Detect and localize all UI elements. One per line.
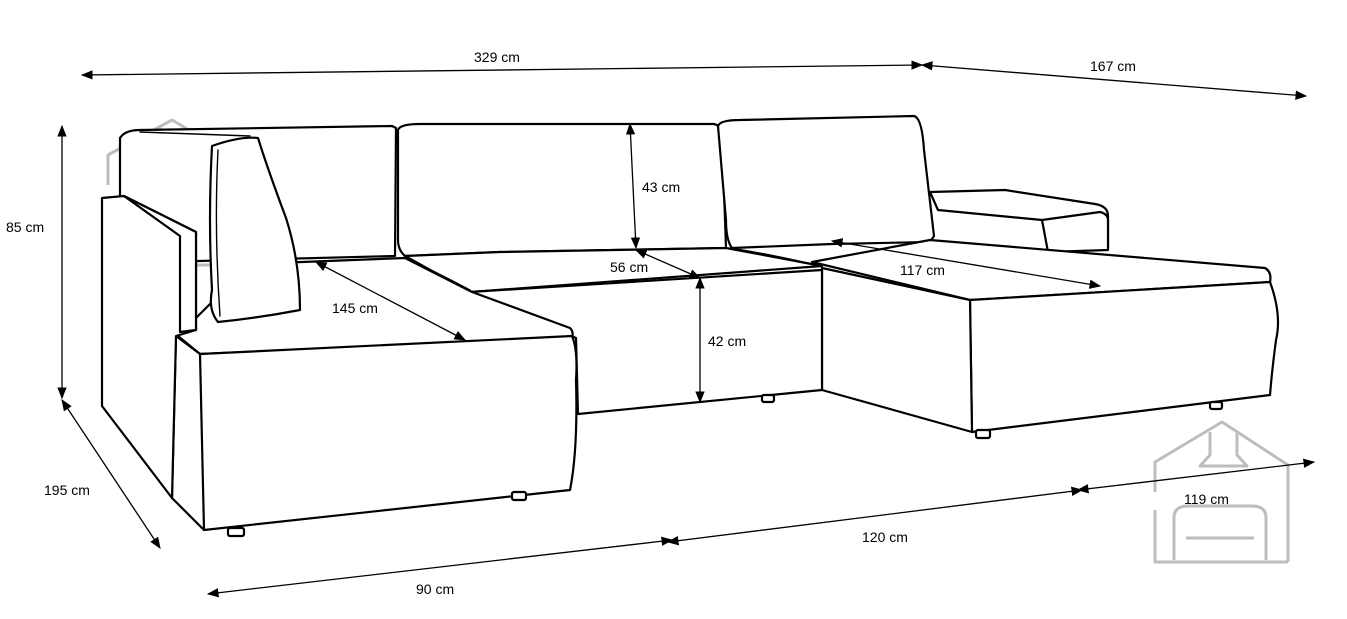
- label-right-chaise-length: 117 cm: [900, 262, 945, 278]
- label-bottom-right: 119 cm: [1184, 491, 1229, 507]
- dim-line-seat-depth: [634, 249, 702, 279]
- dim-line-back-cushion-height: [625, 122, 641, 250]
- right-chaise-front: [968, 280, 1280, 434]
- sofa-outline: [100, 114, 1280, 538]
- label-back-cushion-height: 43 cm: [642, 179, 680, 195]
- foot-2: [510, 490, 528, 502]
- dim-line-bottom-left: [206, 536, 674, 598]
- back-cushion-right: [716, 114, 936, 250]
- label-seat-height: 42 cm: [708, 333, 746, 349]
- label-bottom-middle: 120 cm: [862, 529, 908, 545]
- label-seat-depth: 56 cm: [610, 259, 648, 275]
- dim-line-bottom-middle: [666, 486, 1084, 546]
- dim-line-bottom-right: [1076, 458, 1316, 494]
- label-depth-left: 195 cm: [44, 482, 90, 498]
- foot-3: [760, 393, 776, 404]
- label-bottom-left: 90 cm: [416, 581, 454, 597]
- label-total-width: 329 cm: [474, 49, 520, 65]
- label-chaise-right-depth: 167 cm: [1090, 58, 1136, 74]
- label-left-chaise-length: 145 cm: [332, 300, 378, 316]
- dim-line-chaise-right-depth: [920, 61, 1308, 100]
- left-chaise-side: [170, 334, 206, 532]
- throw-pillow: [208, 136, 302, 324]
- label-height: 85 cm: [6, 219, 44, 235]
- left-armrest-top: [122, 194, 198, 334]
- dim-line-total-width: [80, 60, 924, 80]
- foot-4: [974, 428, 992, 440]
- foot-1: [226, 526, 246, 538]
- dim-line-depth-left: [61, 399, 161, 549]
- dim-line-left-chaise-length: [314, 261, 467, 341]
- right-armrest-end: [1040, 210, 1110, 254]
- dimension-lines: [57, 60, 1316, 598]
- foot-5: [1208, 400, 1224, 411]
- dimension-labels: 329 cm 167 cm 85 cm 195 cm 43 cm 56 cm 4…: [6, 49, 1229, 597]
- dim-line-right-chaise-length: [830, 238, 1102, 289]
